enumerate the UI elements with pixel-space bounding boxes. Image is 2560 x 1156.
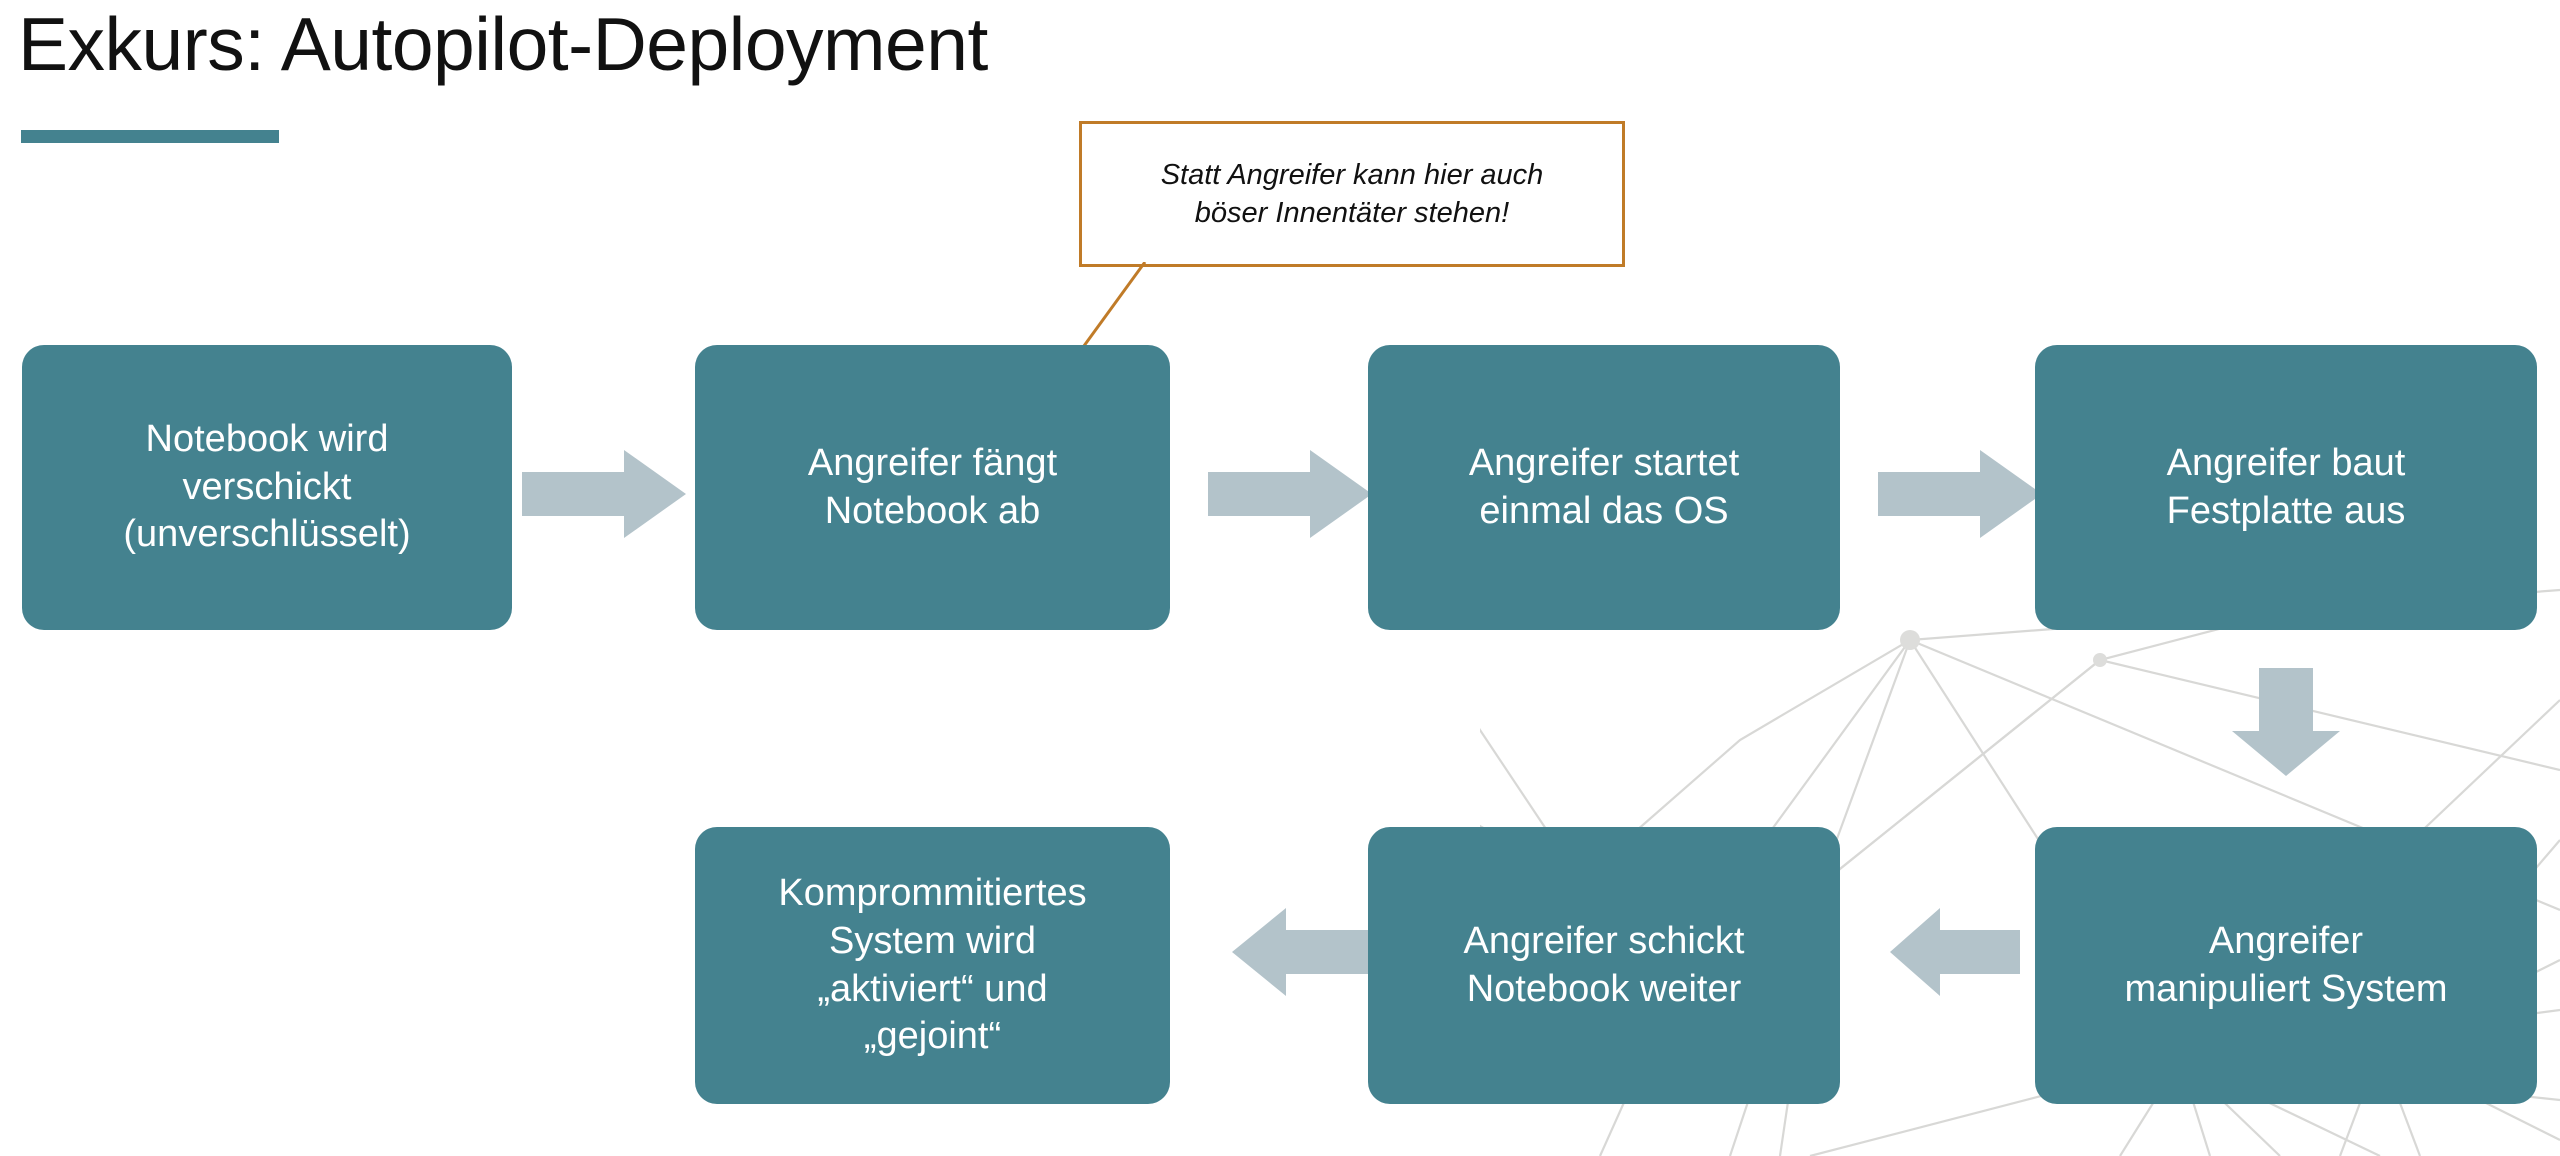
step-box-4-label: Angreifer baut Festplatte aus xyxy=(2166,441,2406,532)
step-box-2[interactable]: Angreifer fängt Notebook ab xyxy=(695,345,1170,630)
callout-text: Statt Angreifer kann hier auch böser Inn… xyxy=(1147,156,1558,233)
callout-line-1: Statt Angreifer kann hier auch xyxy=(1160,158,1544,191)
step-box-7-label: Komprommitiertes System wird „aktiviert“… xyxy=(778,871,1087,1058)
arrow-step1-to-step2 xyxy=(522,450,686,538)
step-box-6-label: Angreifer schickt Notebook weiter xyxy=(1463,919,1745,1010)
arrow-step3-to-step4 xyxy=(1878,450,2042,538)
title-underline-bar xyxy=(21,130,279,143)
page-title: Exkurs: Autopilot-Deployment xyxy=(18,2,988,86)
step-box-1-label: Notebook wird verschickt (unverschlüssel… xyxy=(123,417,411,556)
step-box-6[interactable]: Angreifer schickt Notebook weiter xyxy=(1368,827,1840,1104)
step-box-3[interactable]: Angreifer startet einmal das OS xyxy=(1368,345,1840,630)
step-box-5-label: Angreifer manipuliert System xyxy=(2124,919,2448,1010)
arrow-step2-to-step3 xyxy=(1208,450,1372,538)
step-box-7[interactable]: Komprommitiertes System wird „aktiviert“… xyxy=(695,827,1170,1104)
arrow-step4-to-step5 xyxy=(2232,668,2340,776)
callout-box: Statt Angreifer kann hier auch böser Inn… xyxy=(1079,121,1625,267)
step-box-4[interactable]: Angreifer baut Festplatte aus xyxy=(2035,345,2537,630)
callout-line-2: böser Innentäter stehen! xyxy=(1194,197,1510,229)
callout-leader-line xyxy=(1079,262,1147,351)
step-box-5[interactable]: Angreifer manipuliert System xyxy=(2035,827,2537,1104)
step-box-2-label: Angreifer fängt Notebook ab xyxy=(807,441,1058,532)
arrow-step5-to-step6 xyxy=(1890,908,2020,996)
step-box-3-label: Angreifer startet einmal das OS xyxy=(1468,441,1740,532)
arrow-step6-to-step7 xyxy=(1232,908,1388,996)
step-box-1[interactable]: Notebook wird verschickt (unverschlüssel… xyxy=(22,345,512,630)
